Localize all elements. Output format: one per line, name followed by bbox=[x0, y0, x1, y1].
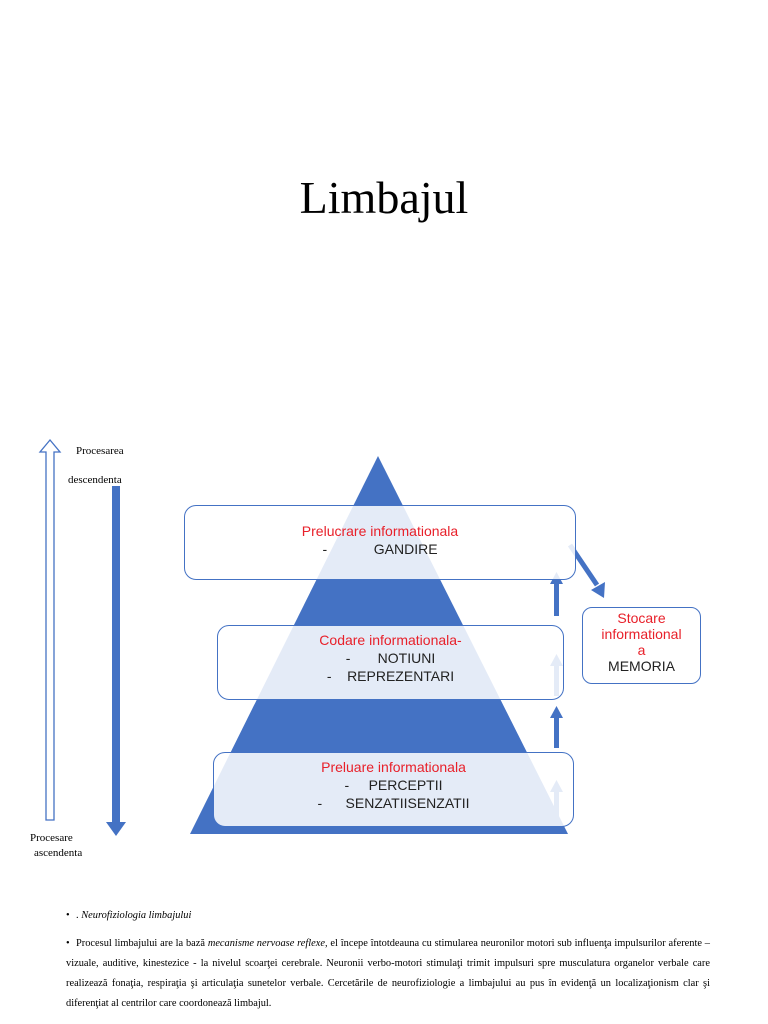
level-box-perception: Preluare informationala - PERCEPTII - SE… bbox=[213, 752, 574, 827]
level-item: - GANDIRE bbox=[322, 541, 438, 557]
up-arrow-3 bbox=[550, 706, 563, 748]
ascending-label-line2: ascendenta bbox=[34, 847, 83, 859]
level-heading: Preluare informationala bbox=[321, 759, 466, 775]
descending-label-line2: descendenta bbox=[68, 474, 122, 486]
ascending-arrow bbox=[38, 438, 62, 821]
memory-heading-line2: informational bbox=[601, 626, 682, 642]
bullet-icon: • bbox=[66, 910, 70, 921]
descending-label-line1: Procesarea bbox=[76, 445, 124, 457]
paragraph-italic: mecanisme nervoase reflexe, bbox=[207, 938, 328, 949]
paragraph-start: Procesul limbajului are la bază bbox=[76, 938, 208, 949]
section-heading: Neurofiziologia limbajului bbox=[81, 910, 192, 921]
memory-heading-line3: a bbox=[637, 642, 646, 658]
descending-arrow bbox=[106, 486, 126, 836]
page-title: Limbajul bbox=[299, 172, 469, 223]
bullet-prefix: . bbox=[76, 910, 82, 921]
memory-heading-line1: Stocare bbox=[617, 610, 666, 626]
level-item: - REPREZENTARI bbox=[326, 668, 455, 684]
ascending-label-line1: Procesare bbox=[30, 832, 73, 844]
level-item: - SENZATIISENZATII bbox=[317, 795, 470, 811]
level-box-coding: Codare informationala- - NOTIUNI - REPRE… bbox=[217, 625, 564, 700]
level-heading: Codare informationala- bbox=[319, 632, 462, 648]
bullet-neurofiziologia: •. Neurofiziologia limbajului bbox=[66, 906, 710, 926]
memory-value: MEMORIA bbox=[608, 658, 675, 674]
paragraph-rest: el începe întotdeauna cu stimularea neur… bbox=[66, 938, 710, 1009]
bullet-icon: • bbox=[66, 938, 70, 949]
memory-box: Stocare informational a MEMORIA bbox=[582, 607, 701, 684]
level-item: - NOTIUNI bbox=[345, 650, 436, 666]
level-box-thinking: Prelucrare informationala - GANDIRE bbox=[184, 505, 576, 580]
level-item: - PERCEPTII bbox=[344, 777, 443, 793]
level-heading: Prelucrare informationala bbox=[301, 523, 459, 539]
bullet-paragraph: • Procesul limbajului are la bază mecanis… bbox=[66, 934, 710, 1014]
